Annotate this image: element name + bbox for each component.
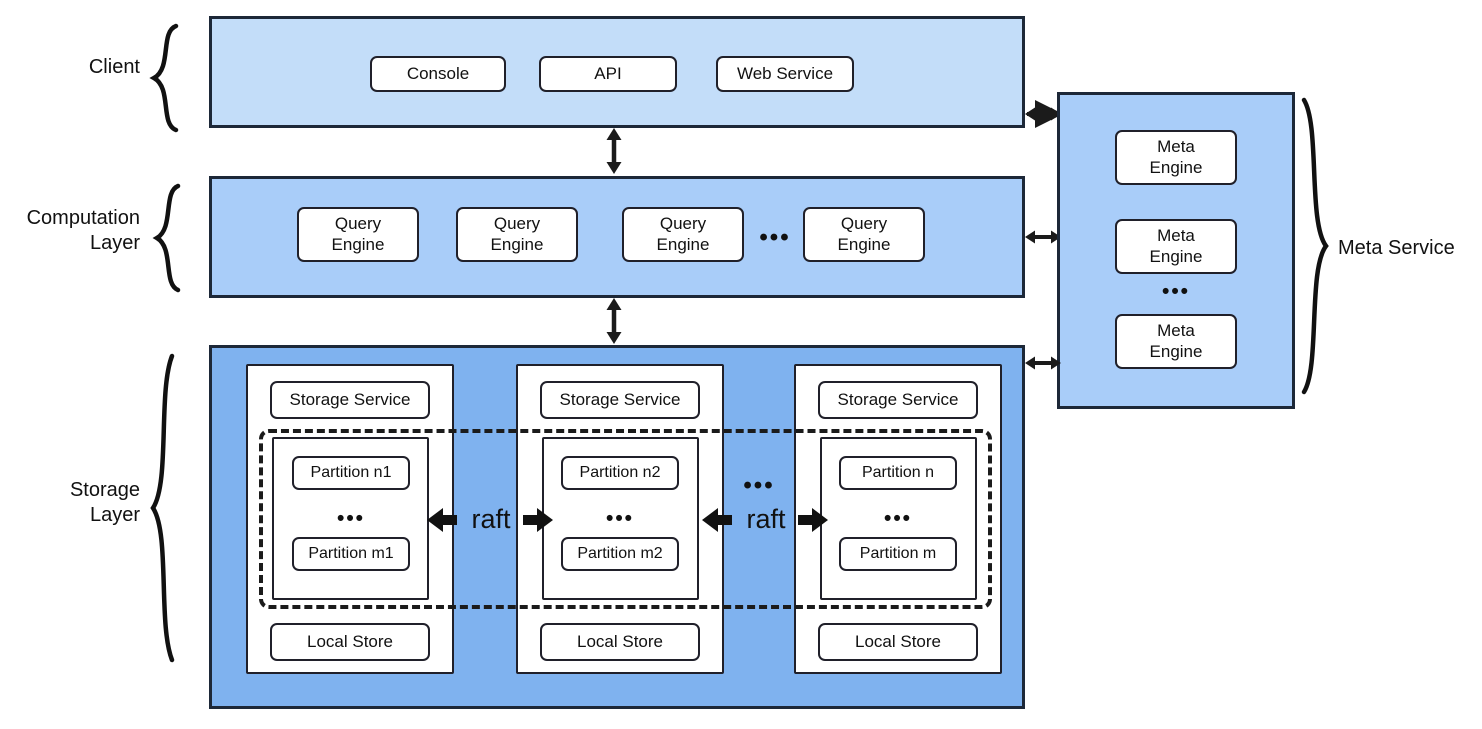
local-store-3[interactable]: Local Store <box>818 623 978 661</box>
meta-engine-ellipsis: ••• <box>1161 280 1191 303</box>
client-node-web-service[interactable]: Web Service <box>716 56 854 92</box>
storage-node-ellipsis: ••• <box>743 472 775 499</box>
meta-engine-2[interactable]: Meta Engine <box>1115 219 1237 274</box>
storage-service-2[interactable]: Storage Service <box>540 381 700 419</box>
raft-label-1: raft <box>471 504 511 534</box>
raft-arrow-right-2-icon <box>798 508 828 532</box>
query-engine-2[interactable]: Query Engine <box>456 207 578 262</box>
meta-service-brace-icon <box>1301 97 1329 395</box>
arrow-storage-to-meta-icon <box>1025 356 1061 370</box>
raft-arrow-left-2-icon <box>702 508 732 532</box>
computation-layer-label: Computation Layer <box>26 207 140 254</box>
meta-service-label: Meta Service <box>1338 237 1455 259</box>
arrow-client-to-computation-icon <box>606 128 622 174</box>
arrow-computation-to-meta-icon <box>1025 230 1061 244</box>
partition-2-bottom[interactable]: Partition m2 <box>561 537 679 571</box>
client-node-console[interactable]: Console <box>370 56 506 92</box>
partition-3-bottom[interactable]: Partition m <box>839 537 957 571</box>
partition-2-top[interactable]: Partition n2 <box>561 456 679 490</box>
partition-3-ellipsis: ••• <box>883 507 913 530</box>
query-engine-4[interactable]: Query Engine <box>803 207 925 262</box>
meta-engine-3[interactable]: Meta Engine <box>1115 314 1237 369</box>
query-engine-ellipsis: ••• <box>759 224 791 251</box>
client-node-api[interactable]: API <box>539 56 677 92</box>
raft-arrow-left-1-icon <box>427 508 457 532</box>
raft-group-boundary <box>259 429 992 609</box>
query-engine-1[interactable]: Query Engine <box>297 207 419 262</box>
local-store-1[interactable]: Local Store <box>270 623 430 661</box>
arrow-client-to-meta-icon <box>1025 100 1063 128</box>
raft-label-2: raft <box>746 504 786 534</box>
partition-3-top[interactable]: Partition n <box>839 456 957 490</box>
partition-1-ellipsis: ••• <box>336 507 366 530</box>
raft-arrow-right-1-icon <box>523 508 553 532</box>
computation-brace-icon <box>152 183 181 293</box>
query-engine-3[interactable]: Query Engine <box>622 207 744 262</box>
partition-2-ellipsis: ••• <box>605 507 635 530</box>
storage-layer-label: Storage Layer <box>69 479 140 526</box>
arrow-computation-to-storage-icon <box>606 298 622 344</box>
storage-brace-icon <box>150 353 175 663</box>
storage-service-1[interactable]: Storage Service <box>270 381 430 419</box>
meta-engine-1[interactable]: Meta Engine <box>1115 130 1237 185</box>
client-layer-label: Client <box>88 56 140 78</box>
client-brace-icon <box>149 23 179 133</box>
storage-service-3[interactable]: Storage Service <box>818 381 978 419</box>
partition-1-top[interactable]: Partition n1 <box>292 456 410 490</box>
local-store-2[interactable]: Local Store <box>540 623 700 661</box>
partition-1-bottom[interactable]: Partition m1 <box>292 537 410 571</box>
